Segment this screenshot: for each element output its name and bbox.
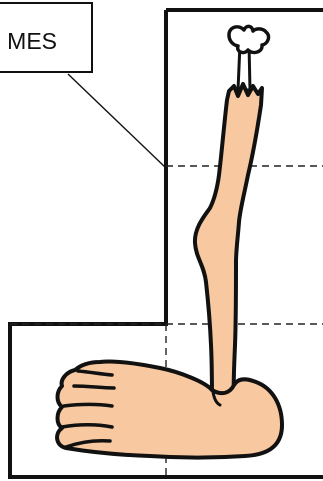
ankle-detail [211, 390, 222, 407]
bone-icon [227, 24, 271, 92]
callout-box: MES [0, 2, 93, 73]
foot-illustration [55, 359, 284, 460]
callout-leader-line [67, 73, 167, 169]
callout-label: MES [7, 28, 57, 54]
toe-lines [60, 369, 116, 449]
leg-illustration [192, 82, 264, 404]
